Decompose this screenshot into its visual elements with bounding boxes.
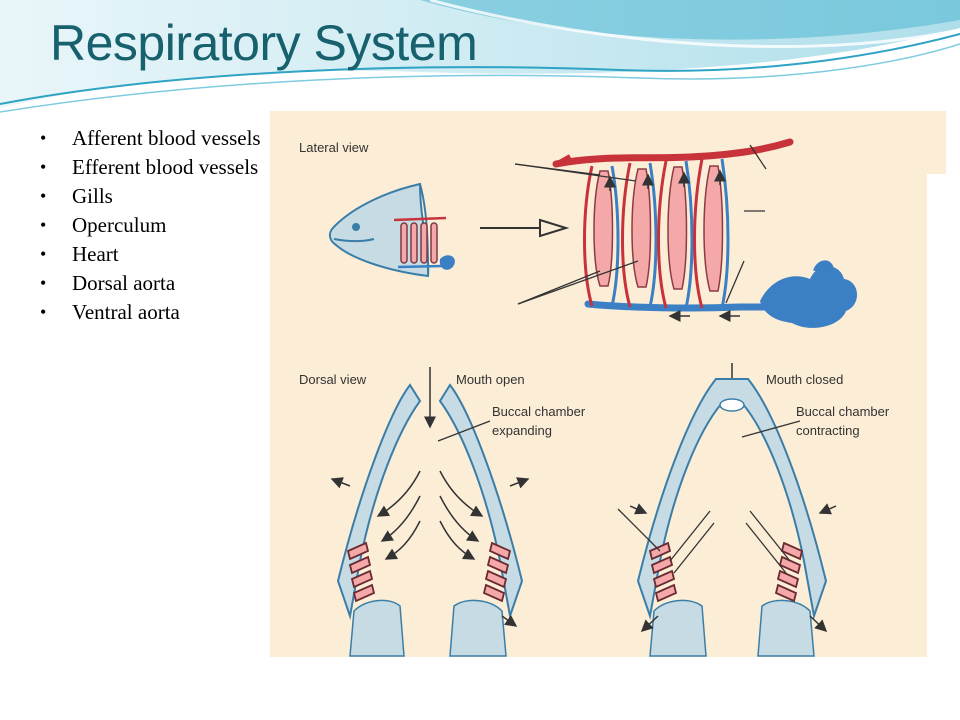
bullet-dorsal-aorta: Dorsal aorta [40, 269, 265, 298]
buccal-expanding-label-line1: Buccal chamber [492, 404, 586, 419]
bullet-ventral-aorta: Ventral aorta [40, 298, 265, 327]
buccal-contracting-label-line2: contracting [796, 423, 860, 438]
mouth-closed-illustration [617, 363, 837, 657]
bullet-heart: Heart [40, 240, 265, 269]
gill-diagram-svg: Lateral view [299, 138, 890, 657]
gill-diagram-figure: Lateral view [270, 111, 946, 657]
slide-title: Respiratory System [50, 15, 478, 71]
gill-arch-enlarged [514, 138, 858, 328]
buccal-contracting-label-line1: Buccal chamber [796, 404, 890, 419]
bullet-afferent-vessels: Afferent blood vessels [40, 124, 265, 153]
bullet-operculum: Operculum [40, 211, 265, 240]
lateral-view-label: Lateral view [299, 140, 369, 155]
header-wave-decoration [0, 0, 960, 113]
buccal-expanding-label-line2: expanding [492, 423, 552, 438]
bullet-efferent-vessels: Efferent blood vessels [40, 153, 265, 182]
mouth-open-label: Mouth open [456, 372, 525, 387]
dorsal-view-label: Dorsal view [299, 372, 367, 387]
fish-head-illustration [328, 182, 455, 278]
mouth-closed-label: Mouth closed [766, 372, 843, 387]
bullet-list: Afferent blood vessels Efferent blood ve… [40, 124, 265, 327]
figure-edge-patch [927, 174, 946, 657]
bullet-gills: Gills [40, 182, 265, 211]
mouth-open-illustration [330, 367, 530, 657]
